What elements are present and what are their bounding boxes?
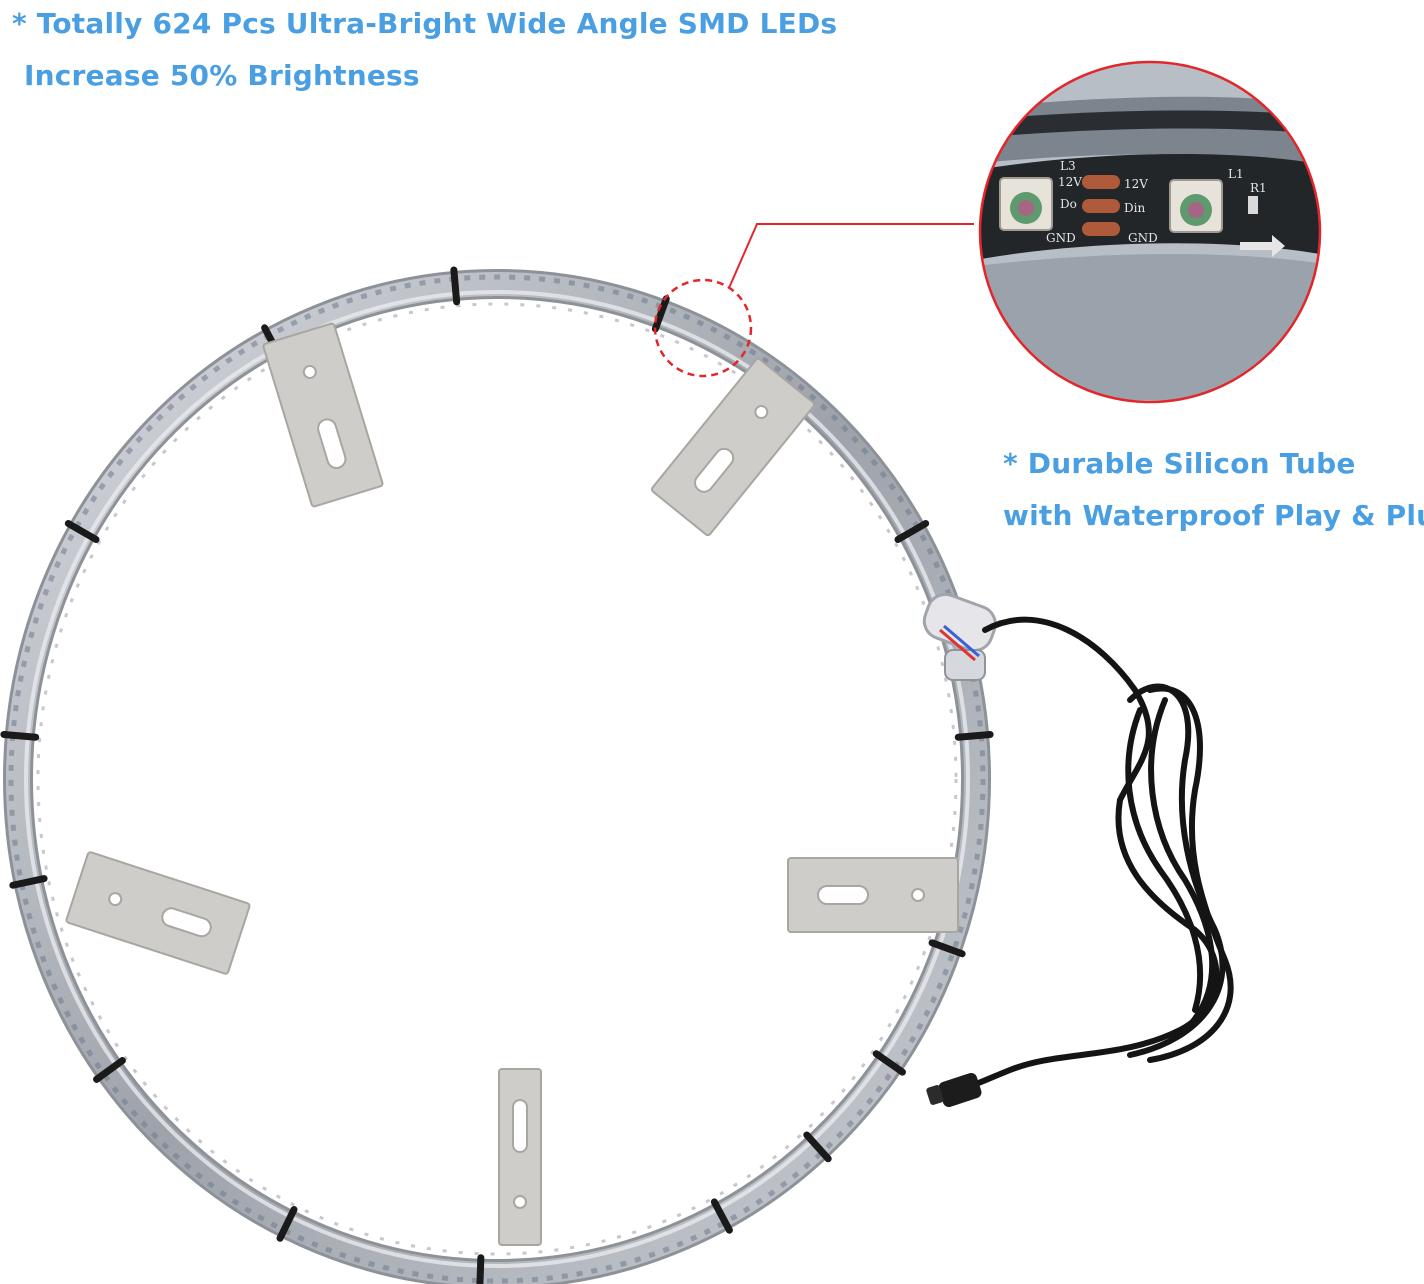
led-ring — [3, 269, 991, 1284]
top-caption-line-1: * Totally 624 Pcs Ultra-Bright Wide Angl… — [12, 7, 838, 40]
power-cable — [962, 616, 1234, 1091]
zip-ties — [0, 266, 994, 1284]
pcb-label-gnd-right: GND — [1128, 231, 1158, 245]
right-caption-line-2: with Waterproof Play & Plug — [1003, 499, 1424, 532]
top-caption-line-2: Increase 50% Brightness — [24, 59, 420, 92]
right-caption: * Durable Silicon Tube with Waterproof P… — [1003, 438, 1424, 542]
zip-tie — [872, 1050, 906, 1076]
zip-tie — [710, 1198, 733, 1234]
dc-plug — [926, 1073, 982, 1107]
smd-led-right — [1169, 179, 1223, 233]
tube-connector — [922, 592, 997, 681]
pcb-label-l1: L1 — [1228, 167, 1244, 181]
zip-tie — [64, 520, 100, 543]
smd-led-left — [999, 177, 1053, 231]
right-caption-line-1: * Durable Silicon Tube — [1003, 447, 1356, 480]
pcb-label-do: Do — [1060, 197, 1077, 211]
mounting-brackets — [65, 322, 959, 1246]
bracket-top-left — [262, 322, 384, 508]
solder-pads — [1082, 175, 1120, 236]
zip-tie — [651, 295, 670, 333]
bracket-right — [787, 857, 959, 933]
bracket-top-right — [650, 357, 816, 537]
zip-tie — [9, 875, 48, 889]
bracket-left — [65, 851, 251, 975]
zoom-callout — [653, 223, 974, 378]
zoom-inset: L3 12V Do GND 12V L1 Din GND R1 — [978, 60, 1322, 404]
zip-tie — [928, 939, 966, 958]
zip-tie — [450, 266, 461, 306]
pcb-label-12v-left: 12V — [1058, 175, 1082, 189]
pcb-label-l3: L3 — [1060, 159, 1076, 173]
bracket-bottom — [498, 1068, 542, 1246]
pcb-label-r1: R1 — [1250, 181, 1267, 195]
zip-tie — [476, 1254, 485, 1284]
arrow-icon — [1240, 235, 1285, 257]
pcb-label-gnd-left: GND — [1046, 231, 1076, 245]
led-strip-pcb — [980, 154, 1320, 260]
top-caption: * Totally 624 Pcs Ultra-Bright Wide Angl… — [12, 0, 837, 102]
zip-tie — [276, 1206, 298, 1242]
pcb-label-din: Din — [1124, 201, 1145, 215]
zip-tie — [0, 730, 40, 741]
zip-tie — [803, 1131, 832, 1163]
zip-tie — [894, 520, 930, 543]
pcb-label-12v-right: 12V — [1124, 177, 1148, 191]
zip-tie — [954, 730, 994, 741]
zip-tie — [93, 1057, 126, 1083]
